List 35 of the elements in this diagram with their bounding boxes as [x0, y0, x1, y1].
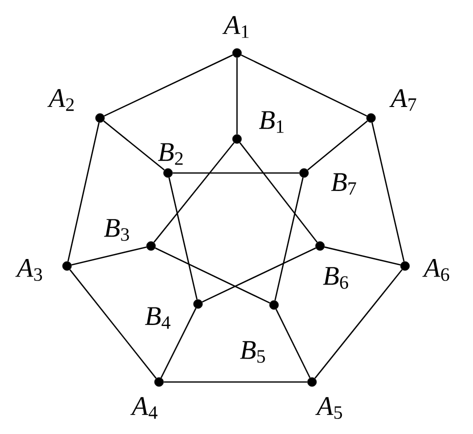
graph-edge — [236, 58, 238, 134]
graph-edge — [324, 246, 401, 266]
graph-edge — [202, 247, 316, 303]
vertex-label: A$_{5}$ — [315, 397, 342, 419]
graph-edge — [154, 247, 270, 304]
graph-edge — [67, 122, 100, 262]
graph-edge — [172, 172, 300, 174]
graph-edge — [71, 246, 147, 266]
graph-edge — [153, 142, 235, 243]
vertex-label: A$_{2}$ — [47, 89, 74, 111]
graph-edge — [104, 54, 234, 117]
vertex-label: B$_{2}$ — [158, 143, 183, 165]
vertex-label: B$_{5}$ — [240, 341, 265, 363]
graph-edge — [103, 120, 165, 171]
graph-edge — [240, 54, 368, 117]
vertex-label: A$_{4}$ — [130, 397, 158, 419]
graph-edge — [274, 177, 304, 301]
graph-edge — [314, 269, 403, 379]
graph-edge — [276, 308, 311, 378]
graph-edge — [160, 308, 196, 378]
graph-edge — [239, 142, 318, 243]
vertex-label: A$_{1}$ — [222, 16, 249, 38]
vertex-label: A$_{7}$ — [389, 89, 416, 111]
graph-edge — [307, 120, 368, 170]
vertex-label: B$_{1}$ — [259, 111, 284, 133]
vertex-label: A$_{3}$ — [15, 259, 42, 281]
vertex-label: B$_{3}$ — [104, 219, 129, 241]
vertex-label: B$_{7}$ — [331, 173, 356, 195]
vertex-label: B$_{6}$ — [323, 267, 348, 289]
vertex-label: A$_{6}$ — [422, 259, 450, 281]
graph-edge — [371, 122, 405, 262]
graph-edge — [69, 269, 157, 379]
graph-edge — [168, 177, 198, 300]
vertex-label: B$_{4}$ — [145, 307, 170, 329]
graph-edge — [164, 381, 308, 383]
